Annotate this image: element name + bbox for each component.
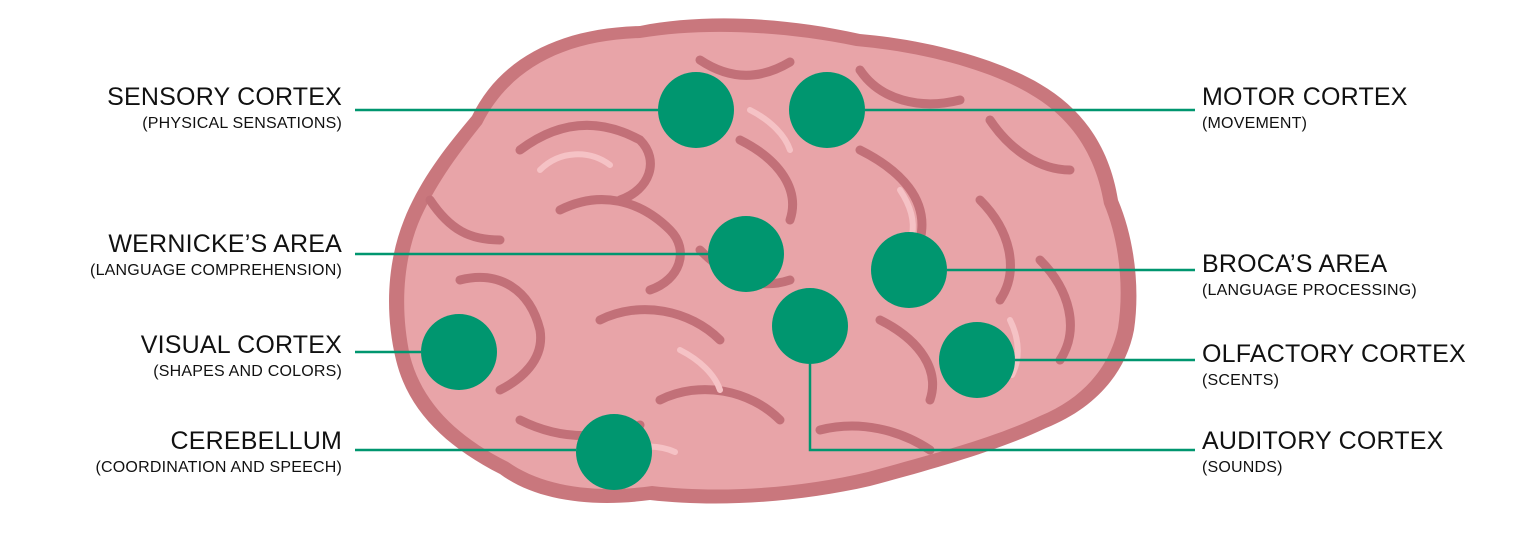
visual-marker [421,314,497,390]
olfactory-cortex-title: OLFACTORY CORTEX [1202,342,1466,367]
sensory-marker [658,72,734,148]
label-wernickes-area: WERNICKE’S AREA (LANGUAGE COMPREHENSION) [90,232,342,279]
label-brocas-area: BROCA’S AREA (LANGUAGE PROCESSING) [1202,252,1417,299]
label-sensory-cortex: SENSORY CORTEX (PHYSICAL SENSATIONS) [107,85,342,132]
label-visual-cortex: VISUAL CORTEX (SHAPES AND COLORS) [141,333,342,380]
sensory-cortex-title: SENSORY CORTEX [107,85,342,110]
auditory-marker [772,288,848,364]
label-motor-cortex: MOTOR CORTEX (MOVEMENT) [1202,85,1408,132]
olfactory-marker [939,322,1015,398]
motor-marker [789,72,865,148]
auditory-cortex-title: AUDITORY CORTEX [1202,429,1444,454]
sensory-cortex-subtitle: (PHYSICAL SENSATIONS) [107,116,342,132]
label-cerebellum: CEREBELLUM (COORDINATION AND SPEECH) [96,429,343,476]
motor-cortex-subtitle: (MOVEMENT) [1202,116,1408,132]
broca-marker [871,232,947,308]
brocas-area-subtitle: (LANGUAGE PROCESSING) [1202,283,1417,299]
cerebellum-marker [576,414,652,490]
visual-cortex-subtitle: (SHAPES AND COLORS) [141,364,342,380]
label-olfactory-cortex: OLFACTORY CORTEX (SCENTS) [1202,342,1466,389]
motor-cortex-title: MOTOR CORTEX [1202,85,1408,110]
label-auditory-cortex: AUDITORY CORTEX (SOUNDS) [1202,429,1444,476]
wernicke-marker [708,216,784,292]
cerebellum-title: CEREBELLUM [96,429,343,454]
wernickes-area-title: WERNICKE’S AREA [90,232,342,257]
auditory-cortex-subtitle: (SOUNDS) [1202,460,1444,476]
cerebellum-subtitle: (COORDINATION AND SPEECH) [96,460,343,476]
olfactory-cortex-subtitle: (SCENTS) [1202,373,1466,389]
visual-cortex-title: VISUAL CORTEX [141,333,342,358]
brocas-area-title: BROCA’S AREA [1202,252,1417,277]
wernickes-area-subtitle: (LANGUAGE COMPREHENSION) [90,263,342,279]
